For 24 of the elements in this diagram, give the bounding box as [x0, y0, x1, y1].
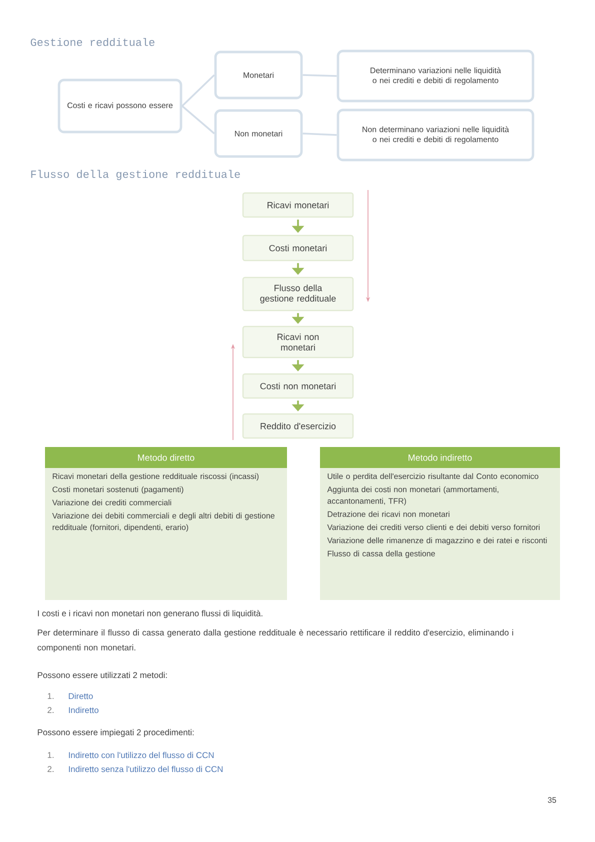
- connector-line: [182, 105, 215, 134]
- process-box: Reddito d'esercizio: [242, 413, 354, 439]
- process-box: Costi non monetari: [242, 373, 354, 399]
- paragraph: Possono essere impiegati 2 procedimenti:: [38, 729, 194, 737]
- process-box: Costi monetari: [242, 234, 354, 262]
- process-box: Flusso della gestione reddituale: [242, 276, 354, 312]
- list-item: Indiretto con l'utilizzo del flusso di CCN: [68, 752, 214, 758]
- connector-line: [302, 132, 337, 136]
- list-number: 1.: [48, 693, 54, 699]
- list-number: 2.: [48, 766, 54, 772]
- connector-line: [302, 74, 337, 77]
- list-item: Indiretto senza l'utilizzo del flusso di CCN: [68, 766, 223, 772]
- list-item: Diretto: [68, 692, 93, 700]
- section-heading: Gestione reddituale: [30, 38, 154, 46]
- paragraph: I costi e i ricavi non monetari non generano flussi di liquidità.: [38, 610, 262, 618]
- list-number: 1.: [48, 752, 54, 758]
- list-item: Indiretto: [68, 706, 98, 714]
- connector-line: [182, 74, 215, 107]
- paragraph: Possono essere utilizzati 2 metodi:: [38, 672, 167, 678]
- section-heading: Flusso della gestione reddituale: [31, 170, 240, 180]
- paragraph: Per determinare il flusso di cassa generato dalla gestione reddituale è necessario rettificare il reddito d'esercizio, eliminando i componenti non monetari.: [38, 629, 514, 652]
- process-box: Ricavi non monetari: [242, 326, 354, 358]
- process-box: Ricavi monetari: [242, 192, 354, 218]
- list-number: 2.: [48, 707, 54, 713]
